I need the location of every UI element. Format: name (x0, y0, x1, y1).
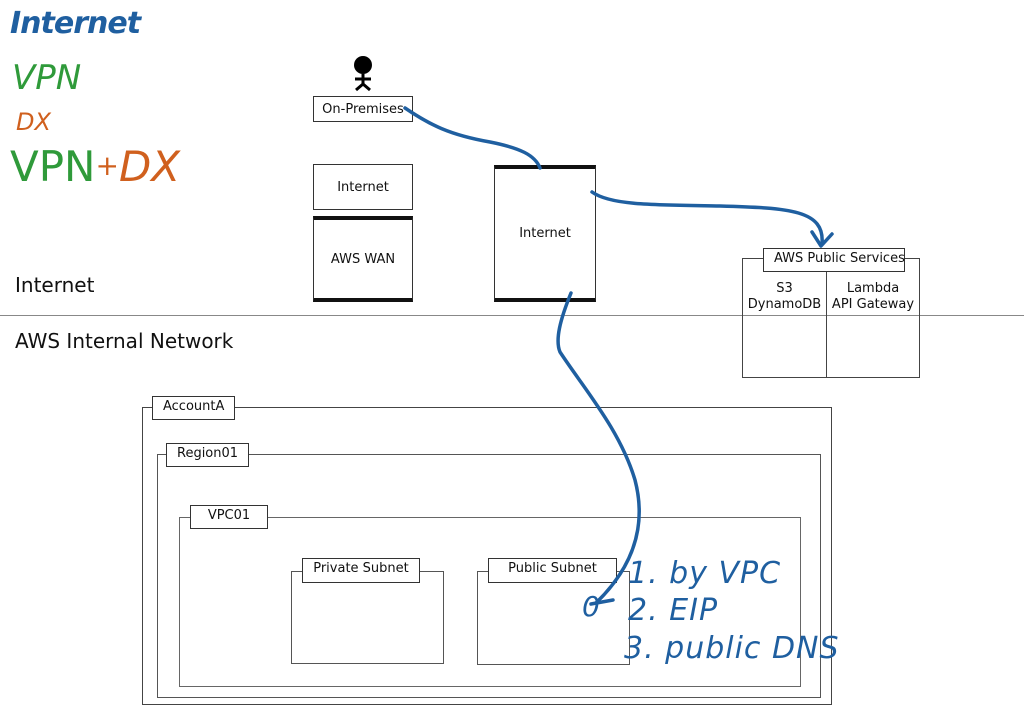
private-subnet-label: Private Subnet (302, 558, 420, 583)
account-container[interactable] (142, 407, 832, 705)
account-label: AccountA (152, 396, 236, 420)
note-by-vpc: 1. by VPC (628, 556, 782, 591)
services-right-column: Lambda API Gateway (827, 281, 919, 313)
legend-internet: Internet (10, 6, 141, 41)
legend-vpndx-vpn: VPN (10, 142, 96, 191)
aws-public-services-title: AWS Public Services (763, 248, 905, 272)
legend-vpn-plus-dx: VPN+DX (10, 142, 180, 191)
region-container[interactable] (157, 454, 821, 698)
service-api-gateway: API Gateway (831, 297, 915, 312)
zone-label-aws-internal: AWS Internal Network (15, 329, 234, 353)
note-public-dns: 3. public DNS (624, 631, 840, 666)
zone-label-internet: Internet (15, 273, 95, 297)
region-label: Region01 (166, 443, 250, 467)
connection-onprem-to-internet (403, 106, 542, 170)
service-lambda: Lambda (846, 281, 900, 296)
internet-node-center[interactable]: Internet (494, 165, 596, 302)
public-subnet-label: Public Subnet (488, 558, 617, 583)
connection-internet-to-public-services (590, 190, 824, 246)
legend-vpn: VPN (12, 58, 82, 98)
vpc-container[interactable] (179, 517, 801, 687)
person-icon (354, 56, 372, 92)
vpc-label: VPC01 (190, 505, 268, 529)
services-column-divider (826, 259, 827, 377)
service-s3: S3 (776, 281, 793, 296)
service-dynamodb: DynamoDB (747, 297, 822, 312)
private-subnet-container[interactable] (291, 571, 444, 664)
aws-public-services-group[interactable]: S3 DynamoDB Lambda API Gateway (742, 258, 920, 378)
legend-dx: DX (16, 108, 51, 136)
aws-wan-node[interactable]: AWS WAN (313, 216, 413, 302)
services-left-column: S3 DynamoDB (743, 281, 826, 313)
note-eip: 2. EIP (628, 593, 719, 628)
arrowhead-public-services (810, 230, 834, 248)
legend-vpndx-plus: + (95, 149, 119, 182)
on-premises-node[interactable]: On-Premises (313, 96, 413, 122)
public-subnet-container[interactable] (477, 571, 630, 665)
endpoint-mark: 0 (582, 590, 601, 623)
legend-vpndx-dx: DX (118, 142, 181, 191)
zone-divider (0, 315, 1024, 316)
internet-node-left[interactable]: Internet (313, 164, 413, 210)
